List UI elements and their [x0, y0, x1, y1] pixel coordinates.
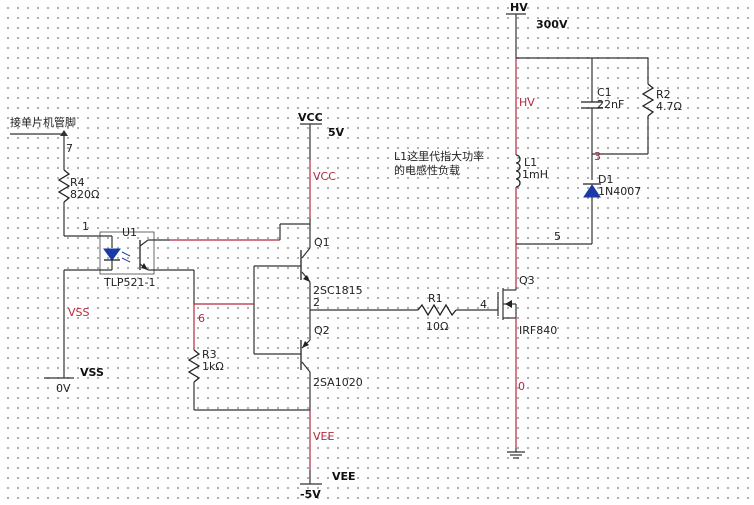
npn-transistor-q1: [254, 218, 311, 340]
net-6-label: 6: [198, 312, 205, 325]
opto-emitter-wire: [148, 269, 254, 350]
r2-ref: R2: [656, 88, 671, 101]
q2-value: 2SA1020: [313, 376, 363, 389]
opto-collector-wire: [148, 223, 310, 241]
l1-ref: L1: [524, 156, 537, 169]
q3-value: IRF840: [519, 324, 557, 337]
pnp-transistor-q2: [254, 339, 322, 485]
hv-top-label: HV: [510, 1, 528, 14]
q1-value: 2SC1815: [313, 284, 363, 297]
resistor-r1: [310, 303, 498, 317]
u1-ref: U1: [122, 226, 137, 239]
net-4-label: 4: [480, 298, 487, 311]
q3-ref: Q3: [519, 274, 535, 287]
c1-value: 22nF: [597, 98, 624, 111]
diode-d1: [516, 154, 601, 245]
vee-label: VEE: [332, 470, 356, 483]
net-3-label: 3: [594, 150, 601, 163]
resistor-r4: [57, 169, 113, 248]
r4-ref: R4: [70, 176, 85, 189]
vcc-voltage-label: 5V: [328, 126, 345, 139]
hv-rail: [506, 13, 648, 155]
mcu-input-wire: [10, 130, 68, 170]
mcu-pin-label: 接单片机管脚: [10, 115, 76, 129]
note-line-2: 的电感性负载: [394, 163, 460, 177]
q2-ref: Q2: [314, 324, 330, 337]
r2-value: 4.7Ω: [656, 100, 682, 113]
optocoupler-u1: [64, 231, 155, 275]
r4-value: 820Ω: [70, 188, 99, 201]
d1-value: 1N4007: [598, 185, 641, 198]
net-0-label: 0: [518, 380, 525, 393]
resistor-r3: [187, 349, 310, 411]
vss-label: VSS: [80, 366, 104, 379]
net-5-label: 5: [554, 230, 561, 243]
d1-ref: D1: [598, 173, 613, 186]
hv-voltage-label: 300V: [536, 18, 568, 31]
resistor-r2: [592, 58, 655, 155]
vss-voltage-label: 0V: [56, 382, 71, 395]
net-1-label: 1: [82, 220, 89, 233]
r1-ref: R1: [428, 292, 443, 305]
q1-ref: Q1: [314, 236, 330, 249]
u1-value: TLP521-1: [103, 276, 155, 289]
vee-voltage-label: -5V: [300, 488, 321, 501]
vss-net-label: VSS: [68, 306, 90, 319]
net-7-label: 7: [66, 142, 73, 155]
vcc-rail: [300, 123, 322, 218]
r3-value: 1kΩ: [202, 360, 224, 373]
capacitor-c1: [581, 58, 603, 154]
mosfet-q3: [497, 287, 517, 448]
r3-ref: R3: [202, 348, 217, 361]
l1-value: 1mH: [522, 168, 548, 181]
vee-net-label: VEE: [313, 430, 334, 443]
net-2-label: 2: [313, 296, 320, 309]
vcc-top-label: VCC: [298, 111, 323, 124]
note-line-1: L1这里代指大功率: [394, 149, 484, 163]
vss-wire: [44, 270, 74, 379]
inductor-l1: [515, 154, 521, 287]
vcc-net-label: VCC: [313, 170, 336, 183]
r1-value: 10Ω: [426, 320, 448, 333]
hv-net-label: HV: [519, 96, 535, 109]
c1-ref: C1: [597, 86, 612, 99]
ground-symbol: [507, 448, 525, 459]
